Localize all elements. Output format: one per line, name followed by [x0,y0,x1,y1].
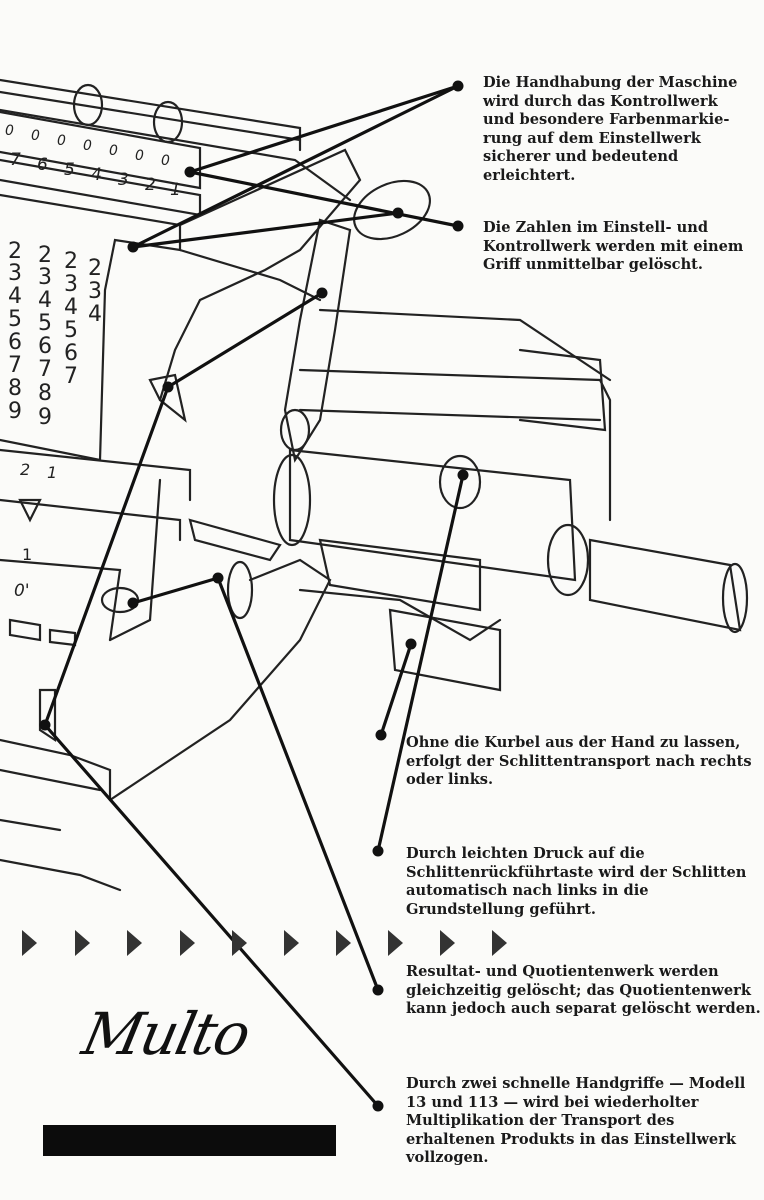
callout-dot-2 [452,220,464,232]
clearing-handle [353,179,431,241]
svg-text:3: 3 [8,261,22,286]
svg-text:0: 0 [161,153,170,169]
svg-text:0: 0 [83,138,92,154]
callout-text-5: Resultat- und Quotientenwerk werden glei… [406,963,761,1018]
callout-text-2: Die Zahlen im Einstell- und Kontrollwerk… [483,219,744,274]
svg-text:3: 3 [118,170,129,190]
svg-text:5: 5 [64,318,78,343]
clearing-key [188,518,282,562]
svg-text:4: 4 [8,284,22,309]
callout-dot-4 [372,845,384,857]
svg-text:0: 0 [5,123,14,139]
svg-text:9: 9 [38,405,52,430]
svg-text:0: 0 [31,128,40,144]
svg-text:0': 0' [14,581,30,601]
svg-text:6: 6 [37,155,48,175]
svg-text:5: 5 [8,307,22,332]
crank-handle [588,538,742,632]
multo-logo: Multo [76,1000,255,1068]
transfer-lever [38,688,57,743]
svg-text:6: 6 [8,330,22,355]
svg-text:3: 3 [38,265,52,290]
svg-text:4: 4 [91,165,102,185]
svg-text:4: 4 [64,295,78,320]
svg-text:9: 9 [8,399,22,424]
svg-text:2: 2 [20,460,30,479]
setting-wheel-digits: 2 3 4 5 6 7 8 9 2 3 4 5 6 7 8 9 2 3 4 5 … [8,239,102,601]
svg-text:7: 7 [38,357,52,382]
counter-digits: 0 0 0 0 0 0 0 7 6 5 4 3 2 1 [5,123,181,200]
keyboard-edge [0,738,112,802]
svg-text:6: 6 [64,341,78,366]
setting-lever [148,373,187,423]
svg-text:7: 7 [64,364,78,389]
svg-text:5: 5 [64,160,75,180]
svg-text:0: 0 [135,148,144,164]
svg-text:7: 7 [10,150,21,170]
svg-text:7: 7 [8,353,22,378]
callout-text-4: Durch leichten Druck auf die Schlittenrü… [406,845,747,918]
callout-text-6: Durch zwei schnelle Handgriffe — Modell … [406,1075,746,1167]
carriage-knob-left [72,83,104,127]
counter-panel [0,158,202,217]
transport-key [388,608,502,692]
carriage-return-key [438,454,482,510]
svg-text:0: 0 [57,133,66,149]
svg-text:4: 4 [88,302,102,327]
result-clear-knob [226,560,254,620]
svg-text:2: 2 [88,256,102,281]
svg-text:0: 0 [109,143,118,159]
svg-text:5: 5 [38,311,52,336]
slide-tray [318,538,482,612]
svg-text:6: 6 [38,334,52,359]
svg-text:1: 1 [22,545,32,564]
base-front [108,598,322,802]
leader-dots [39,80,469,1112]
clearing-lever [283,218,352,463]
carriage-rail [0,108,352,202]
leader-lines [43,84,465,1108]
svg-text:3: 3 [88,279,102,304]
svg-text:1: 1 [47,463,57,482]
svg-text:2: 2 [8,239,22,264]
svg-text:8: 8 [38,381,52,406]
body-shoulder [158,148,362,402]
callout-text-3: Ohne die Kurbel aus der Hand zu lassen, … [406,734,752,789]
callout-dot-3 [375,729,387,741]
svg-text:1: 1 [170,180,181,200]
svg-text:2: 2 [145,175,156,195]
logo-bar [43,1125,336,1156]
svg-text:2: 2 [64,249,78,274]
callout-text-1: Die Handhabung der Maschine wird durch d… [483,74,738,184]
svg-text:3: 3 [64,272,78,297]
callout-dot-6 [372,1100,384,1112]
carriage-knob-right [152,100,184,144]
svg-text:2: 2 [38,243,52,268]
callout-dot-5 [372,984,384,996]
arrow-row [22,930,507,956]
callout-dot-1 [452,80,464,92]
crank-frame [298,368,612,522]
crank-shaft [288,448,577,582]
svg-text:8: 8 [8,376,22,401]
svg-text:4: 4 [38,288,52,313]
setting-panel [0,193,182,462]
